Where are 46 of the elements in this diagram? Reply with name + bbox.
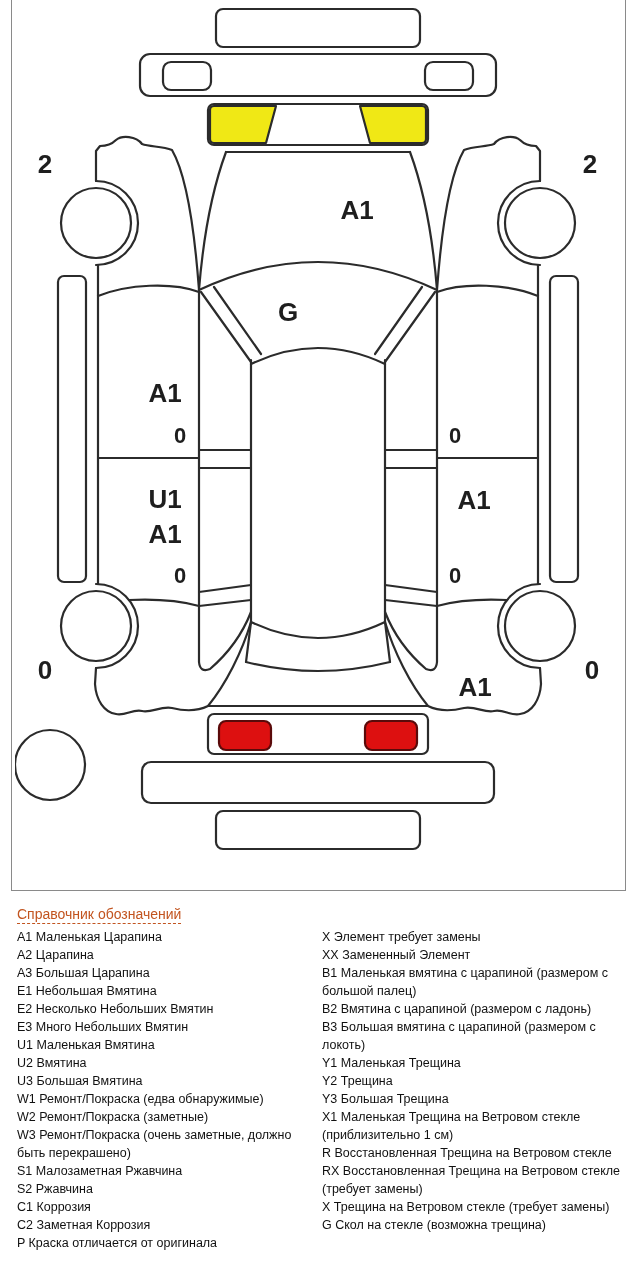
legend-entry: U1 Маленькая Вмятина [17,1037,155,1054]
legend-entry: C2 Заметная Коррозия [17,1217,151,1234]
damage-code: G [277,299,299,325]
legend-entry: P Краска отличается от оригинала [17,1235,218,1252]
legend-entry: R Восстановленная Трещина на Ветровом стекле [322,1145,613,1162]
damage-code: A1 [340,197,374,223]
wheel-number: 2 [37,151,53,177]
legend-entry: RX Восстановленная Трещина на Ветровом стекле (требует замены) [322,1163,622,1198]
legend-entry: U2 Вмятина [17,1055,87,1072]
legend-entry: X1 Маленькая Трещина на Ветровом стекле (приблизительно 1 см) [322,1109,582,1144]
wheel-number: 0 [37,657,53,683]
legend-entry: A1 Маленькая Царапина [17,929,162,946]
damage-code: 0 [173,565,187,587]
legend-entry: X Элемент требует замены [322,929,482,946]
legend-entry: Y3 Большая Трещина [322,1091,450,1108]
damage-code: 0 [448,565,462,587]
damage-code: A1 [148,521,182,547]
damage-code: A1 [148,380,182,406]
legend-entry: B3 Большая вмятина с царапиной (размером с локоть) [322,1019,597,1054]
legend-entry: W1 Ремонт/Покраска (едва обнаружимые) [17,1091,264,1108]
legend-entry: S1 Малозаметная Ржавчина [17,1163,183,1180]
legend-entry: G Скол на стекле (возможна трещина) [322,1217,547,1234]
damage-code: U1 [148,486,182,512]
legend-entry: C1 Коррозия [17,1199,91,1216]
legend-entry: B2 Вмятина с царапиной (размером с ладонь) [322,1001,593,1018]
wheel-number: 0 [584,657,600,683]
wheel-number: 2 [582,151,598,177]
damage-code: A1 [457,487,491,513]
legend-entry: W2 Ремонт/Покраска (заметные) [17,1109,209,1126]
legend-entry: XX Замененный Элемент [322,947,472,964]
legend-entry: U3 Большая Вмятина [17,1073,143,1090]
legend-heading: Справочник обозначений [17,905,182,924]
legend-entry: E1 Небольшая Вмятина [17,983,157,1000]
legend-entry: X Трещина на Ветровом стекле (требует замены) [322,1199,611,1216]
legend-entry: S2 Ржавчина [17,1181,93,1198]
legend-entry: E2 Несколько Небольших Вмятин [17,1001,214,1018]
damage-code: A1 [458,674,492,700]
legend-entry: E3 Много Небольших Вмятин [17,1019,189,1036]
legend-entry: Y2 Трещина [322,1073,394,1090]
legend-entry: W3 Ремонт/Покраска (очень заметные, должно быть перекрашено) [17,1127,293,1162]
damage-code: 0 [448,425,462,447]
legend-entry: B1 Маленькая вмятина с царапиной (размером с большой палец) [322,965,609,1000]
damage-code: 0 [173,425,187,447]
legend-entry: A2 Царапина [17,947,94,964]
legend-entry: Y1 Маленькая Трещина [322,1055,462,1072]
legend-entry: A3 Большая Царапина [17,965,150,982]
